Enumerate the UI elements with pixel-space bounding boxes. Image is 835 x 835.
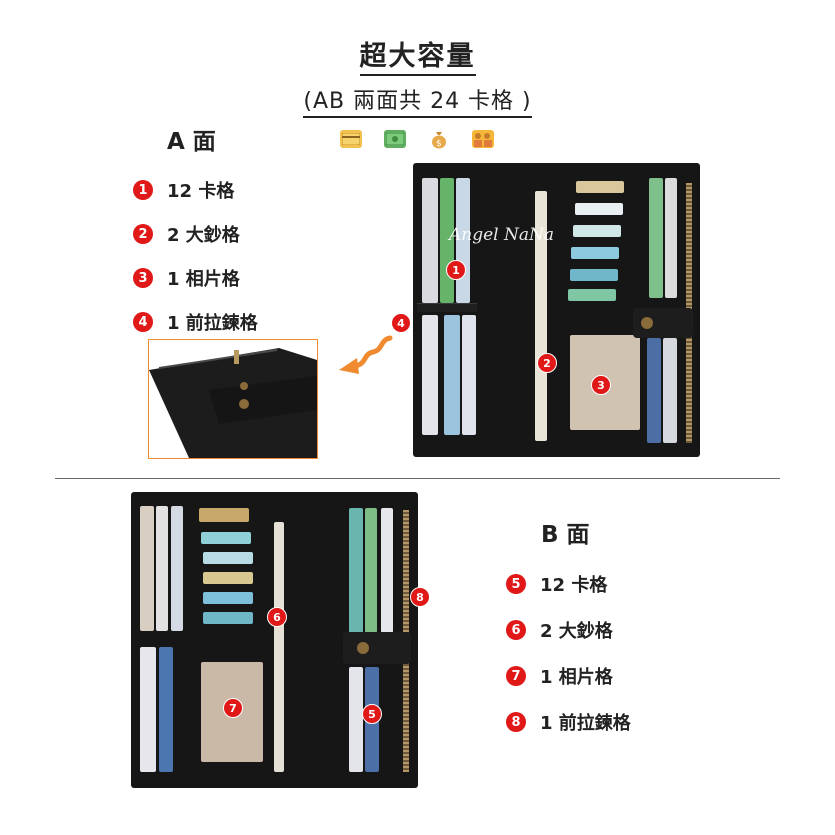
page-title-text: 超大容量 (359, 41, 476, 76)
feature-text: 2 大鈔格 (540, 621, 613, 642)
family-icon (472, 130, 494, 148)
feature-text: 1 相片格 (167, 269, 240, 290)
page-subtitle-text: (AB 兩面共 24 卡格 ) (303, 89, 532, 118)
feature-text: 1 相片格 (540, 667, 613, 688)
callout-badge: 5 (362, 704, 382, 724)
side-a-feature-4: 4 1 前拉鍊格 (133, 300, 258, 344)
feature-number-badge: 5 (506, 574, 526, 594)
feature-text: 2 大鈔格 (167, 225, 240, 246)
credit-card-icon (340, 130, 362, 148)
watermark-text: Angel NaNa (449, 225, 555, 245)
page-subtitle: (AB 兩面共 24 卡格 ) (0, 83, 835, 118)
side-b-feature-list: 5 12 卡格 6 2 大鈔格 7 1 相片格 8 1 前拉鍊格 (506, 561, 631, 745)
icon-row: $ (340, 130, 494, 149)
callout-badge: 3 (591, 375, 611, 395)
feature-number-badge: 1 (133, 180, 153, 200)
feature-text: 12 卡格 (540, 575, 608, 596)
side-a-feature-1: 1 12 卡格 (133, 168, 258, 212)
money-bag-icon: $ (428, 130, 450, 149)
section-divider (55, 478, 780, 479)
side-a-feature-2: 2 2 大鈔格 (133, 212, 258, 256)
feature-number-badge: 3 (133, 268, 153, 288)
zipper-pocket-inset-photo (148, 339, 318, 459)
feature-number-badge: 4 (133, 312, 153, 332)
side-a-feature-list: 1 12 卡格 2 2 大鈔格 3 1 相片格 4 1 前拉鍊格 (133, 168, 258, 344)
wallet-side-b-photo: 6 7 5 (131, 492, 418, 788)
callout-badge: 8 (410, 587, 430, 607)
orange-arrow-icon (335, 330, 395, 384)
side-b-feature-8: 8 1 前拉鍊格 (506, 699, 631, 745)
page-title: 超大容量 (0, 34, 835, 76)
callout-badge: 7 (223, 698, 243, 718)
side-b-feature-7: 7 1 相片格 (506, 653, 631, 699)
banknote-icon (384, 130, 406, 148)
callout-badge: 4 (391, 313, 411, 333)
side-b-label: B 面 (541, 522, 590, 548)
callout-badge: 2 (537, 353, 557, 373)
side-a-feature-3: 3 1 相片格 (133, 256, 258, 300)
side-b-feature-6: 6 2 大鈔格 (506, 607, 631, 653)
svg-text:$: $ (436, 139, 442, 149)
feature-number-badge: 6 (506, 620, 526, 640)
callout-badge: 1 (446, 260, 466, 280)
wallet-side-a-photo: Angel NaNa 1 2 3 (413, 163, 700, 457)
callout-badge: 6 (267, 607, 287, 627)
side-a-label: A 面 (167, 129, 216, 155)
feature-text: 12 卡格 (167, 181, 235, 202)
feature-number-badge: 7 (506, 666, 526, 686)
feature-number-badge: 8 (506, 712, 526, 732)
feature-number-badge: 2 (133, 224, 153, 244)
feature-text: 1 前拉鍊格 (540, 713, 631, 734)
feature-text: 1 前拉鍊格 (167, 313, 258, 334)
side-b-feature-5: 5 12 卡格 (506, 561, 631, 607)
